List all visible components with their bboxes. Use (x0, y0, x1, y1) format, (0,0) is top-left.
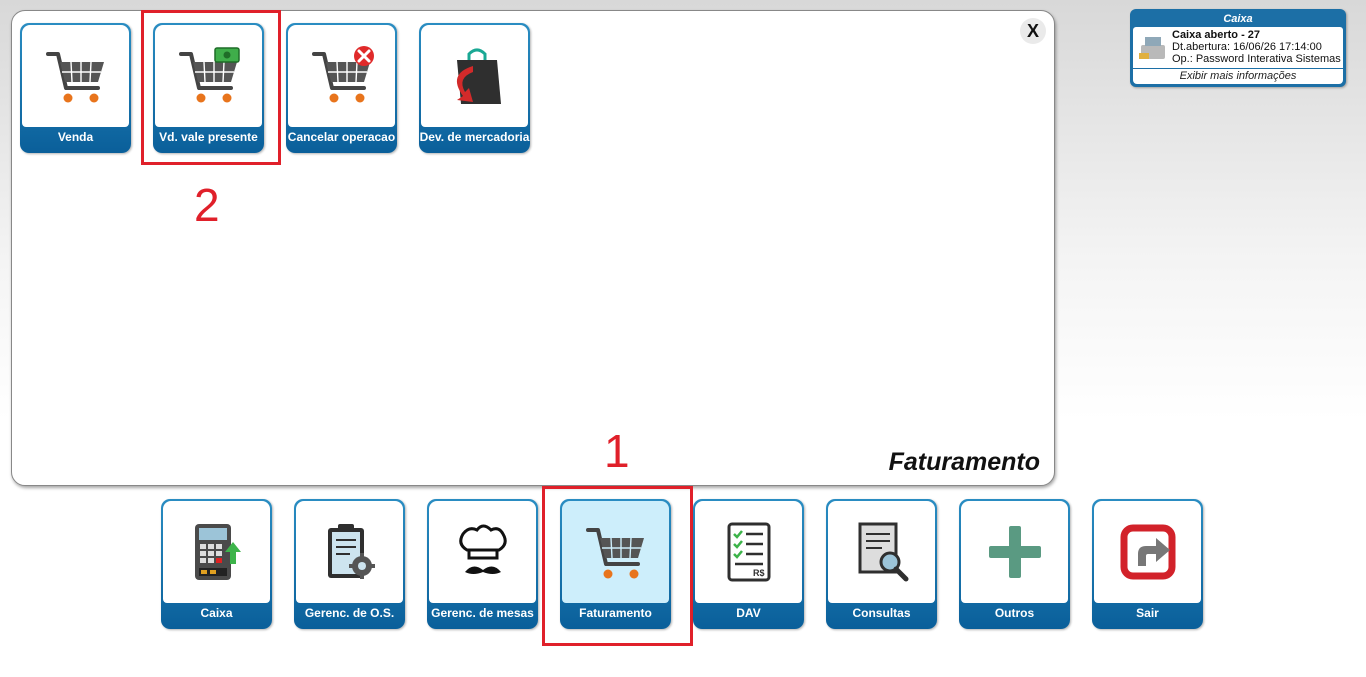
toolbar-consultas[interactable]: Consultas (826, 499, 937, 629)
svg-text:R$: R$ (753, 568, 765, 578)
tile-label: Vd. vale presente (159, 130, 258, 144)
caixa-status: Caixa aberto - 27 (1172, 29, 1261, 41)
caixa-operator: Op.: Password Interativa Sistemas (1172, 53, 1341, 65)
tile-label: Sair (1136, 606, 1159, 620)
close-icon[interactable]: X (1020, 18, 1046, 44)
cart-cancel-icon (288, 25, 395, 127)
tile-cancelar-operacao[interactable]: Cancelar operacao (286, 23, 397, 153)
toolbar-gerenc-os[interactable]: Gerenc. de O.S. (294, 499, 405, 629)
document-search-icon (828, 501, 935, 603)
cash-register-icon (1139, 35, 1167, 66)
toolbar-dav[interactable]: R$ DAV (693, 499, 804, 629)
tile-label: Consultas (852, 606, 911, 620)
tile-venda[interactable]: Venda (20, 23, 131, 153)
cart-icon (562, 501, 669, 603)
annotation-number-1: 1 (604, 425, 630, 477)
annotation-box-1 (542, 486, 693, 646)
chef-icon (429, 501, 536, 603)
tile-label: Gerenc. de mesas (431, 606, 534, 620)
caixa-body: Caixa aberto - 27 Dt.abertura: 16/06/26 … (1133, 27, 1343, 68)
tile-label: Venda (57, 130, 94, 144)
cart-money-icon (155, 25, 262, 127)
more-info-link[interactable]: Exibir mais informações (1133, 69, 1343, 84)
toolbar-caixa[interactable]: Caixa (161, 499, 272, 629)
toolbar-sair[interactable]: Sair (1092, 499, 1203, 629)
tile-label: Dev. de mercadoria (419, 130, 530, 144)
clipboard-gear-icon (296, 501, 403, 603)
tile-vd-vale-presente[interactable]: Vd. vale presente (153, 23, 264, 153)
cash-register-icon (163, 501, 270, 603)
caixa-header: Caixa (1223, 13, 1253, 25)
caixa-opened-date: Dt.abertura: 16/06/26 17:14:00 (1172, 41, 1322, 53)
caixa-info-box: Caixa Caixa aberto - 27 Dt.abertura: 16/… (1130, 9, 1346, 87)
tile-dev-de-mercadoria[interactable]: Dev. de mercadoria (419, 23, 530, 153)
checklist-icon: R$ (695, 501, 802, 603)
tile-label: Gerenc. de O.S. (304, 606, 395, 620)
panel-title: Faturamento (888, 448, 1040, 476)
bag-return-icon (421, 25, 528, 127)
toolbar-outros[interactable]: Outros (959, 499, 1070, 629)
tile-label: DAV (736, 606, 761, 620)
plus-icon (961, 501, 1068, 603)
tile-label: Caixa (200, 606, 233, 620)
toolbar-faturamento[interactable]: Faturamento (560, 499, 671, 629)
cart-icon (22, 25, 129, 127)
tile-label: Outros (994, 606, 1035, 620)
faturamento-panel: X Venda Vd. vale presente (11, 10, 1055, 486)
annotation-box-2 (141, 10, 281, 165)
toolbar-gerenc-mesas[interactable]: Gerenc. de mesas (427, 499, 538, 629)
tile-label: Faturamento (579, 606, 652, 620)
exit-icon (1094, 501, 1201, 603)
tile-label: Cancelar operacao (287, 130, 396, 144)
annotation-number-2: 2 (194, 179, 220, 231)
